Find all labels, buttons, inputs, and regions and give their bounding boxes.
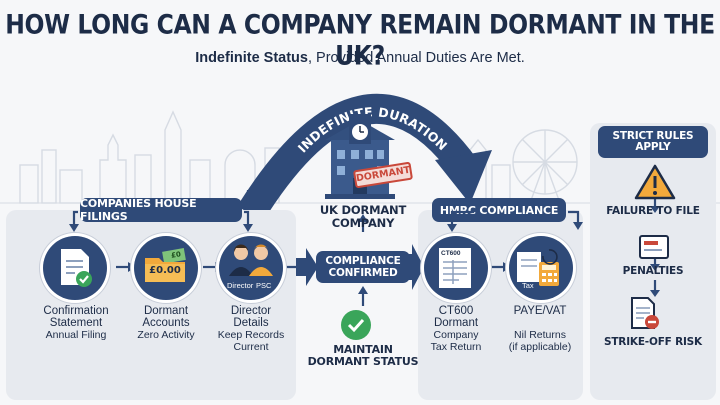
dormant-accounts-label: Dormant Accounts Zero Activity	[137, 305, 195, 341]
compliance-confirmed-box: COMPLIANCE CONFIRMED	[316, 251, 410, 283]
ct600-icon-text: CT600	[441, 250, 461, 257]
ct600-label: CT600 Dormant Company Tax Return	[430, 305, 482, 353]
hmrc-header: HMRC COMPLIANCE	[432, 198, 566, 222]
people-icon	[229, 244, 273, 276]
success-check-icon	[341, 310, 371, 340]
page-subtitle: Indefinite Status, Provided Annual Dutie…	[0, 50, 720, 66]
compliance-line2: CONFIRMED	[328, 267, 398, 279]
folder-amount-text: £0.00	[149, 265, 181, 276]
strict-rules-header: STRICT RULES APPLY	[598, 126, 708, 158]
calculator-icon	[517, 249, 559, 286]
strict-rules-line1: STRICT RULES	[612, 130, 694, 142]
check-mark-icon	[347, 318, 365, 333]
director-icon-label: Director	[227, 281, 254, 290]
director-details-circle	[219, 236, 283, 300]
document-check-icon	[61, 249, 92, 287]
tax-form-icon	[439, 248, 471, 288]
tax-icon-text: Tax	[522, 281, 534, 290]
strike-off-document-icon	[631, 297, 659, 329]
subtitle-emphasis: Indefinite Status	[195, 50, 308, 66]
subtitle-rest: , Provided Annual Duties Are Met.	[307, 50, 525, 66]
strict-rules-line2: APPLY	[635, 141, 671, 153]
penalty-notice-icon	[639, 235, 669, 259]
confirmation-statement-label: Confirmation Statement Annual Filing	[43, 305, 109, 341]
psc-icon-label: PSC	[256, 281, 272, 290]
compliance-line1: COMPLIANCE	[325, 255, 401, 267]
failure-to-file-label: FAILURE TO FILE	[606, 205, 700, 217]
penalties-label: PENALTIES	[622, 265, 684, 277]
uk-dormant-company-title: UK DORMANT COMPANY	[319, 203, 407, 230]
strike-off-risk-label: STRIKE-OFF RISK	[603, 336, 702, 348]
director-details-label: Director Details Keep Records Current	[217, 305, 285, 353]
paye-vat-label: PAYE/VAT Nil Returns (if applicable)	[508, 305, 572, 353]
warning-icon	[634, 164, 676, 200]
folder-money-icon	[145, 248, 186, 282]
companies-house-header: COMPANIES HOUSE FILINGS	[80, 197, 242, 223]
page-title: HOW LONG CAN A COMPANY REMAIN DORMANT IN…	[5, 8, 715, 72]
maintain-dormant-status-label: MAINTAIN DORMANT STATUS	[307, 343, 419, 368]
